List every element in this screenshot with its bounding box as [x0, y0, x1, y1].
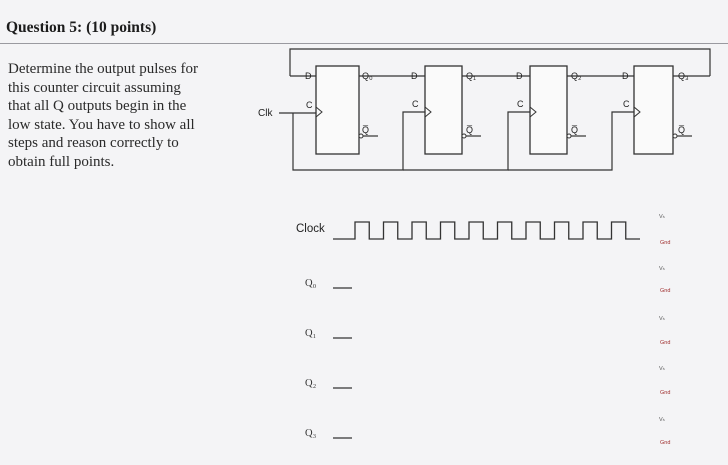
inversion-bubble — [358, 133, 364, 139]
problem-statement: Determine the output pulses for this cou… — [8, 60, 238, 172]
flip-flop-1 — [424, 65, 463, 155]
ff2-d-label: D — [516, 71, 523, 81]
ff3-qbar-label: Q̅ — [678, 125, 685, 135]
problem-line: steps and reason correctly to — [8, 135, 179, 152]
problem-line: this counter circuit assuming — [8, 79, 181, 96]
clock-edge-icon — [424, 106, 432, 118]
flip-flop-0 — [315, 65, 360, 155]
problem-line: Determine the output pulses for — [8, 61, 198, 77]
feedback-wire — [289, 48, 711, 76]
circuit-wiring — [279, 48, 711, 171]
ff1-d-label: D — [411, 71, 418, 81]
q3-signal-label: Q₃ — [305, 428, 317, 439]
ff2-q-label: Q₂ — [571, 71, 582, 81]
ff3-q-label: Q₃ — [678, 71, 689, 81]
vcc-label: Vₕ — [659, 266, 666, 272]
ff0-d-label: D — [305, 71, 312, 81]
clock-edge-icon — [529, 106, 537, 118]
ff0-c-label: C — [306, 100, 313, 110]
vcc-label: Vₕ — [659, 214, 666, 220]
vcc-label: Vₕ — [659, 316, 666, 322]
problem-line: low state. You have to show all — [8, 116, 195, 133]
q1-signal-label: Q₁ — [305, 328, 316, 339]
clock-signal-label: Clock — [296, 223, 325, 235]
problem-line: that all Q outputs begin in the — [8, 98, 187, 115]
gnd-label: Gnd — [660, 240, 670, 246]
flip-flop-3 — [633, 65, 674, 155]
ff0-qbar-label: Q̅ — [362, 125, 369, 135]
vcc-label: Vₕ — [659, 417, 666, 423]
gnd-label: Gnd — [660, 288, 670, 294]
inversion-bubble — [566, 133, 572, 139]
q2-signal-label: Q₂ — [305, 378, 317, 389]
ff3-d-label: D — [622, 71, 629, 81]
clock-edge-icon — [633, 106, 641, 118]
problem-line: obtain full points. — [8, 153, 115, 170]
title-divider — [0, 43, 728, 44]
flip-flop-2 — [529, 65, 568, 155]
question-title: Question 5: (10 points) — [6, 19, 157, 36]
vcc-label: Vₕ — [659, 366, 666, 372]
inversion-bubble — [672, 133, 678, 139]
clk-bus-3 — [508, 111, 634, 171]
clk-bus-2 — [403, 111, 530, 171]
ff2-c-label: C — [517, 99, 524, 109]
ff1-c-label: C — [412, 99, 419, 109]
ff1-qbar-label: Q̅ — [466, 125, 473, 135]
ff1-q-label: Q₁ — [466, 71, 476, 81]
ff0-q-label: Q₀ — [362, 71, 373, 81]
gnd-label: Gnd — [660, 440, 670, 446]
q0-signal-label: Q₀ — [305, 278, 317, 289]
clk-input-label: Clk — [258, 108, 273, 119]
clock-waveform — [333, 221, 640, 240]
ff2-qbar-label: Q̅ — [571, 125, 578, 135]
gnd-label: Gnd — [660, 390, 670, 396]
gnd-label: Gnd — [660, 340, 670, 346]
inversion-bubble — [461, 133, 467, 139]
clock-edge-icon — [315, 106, 323, 118]
ff3-c-label: C — [623, 99, 630, 109]
